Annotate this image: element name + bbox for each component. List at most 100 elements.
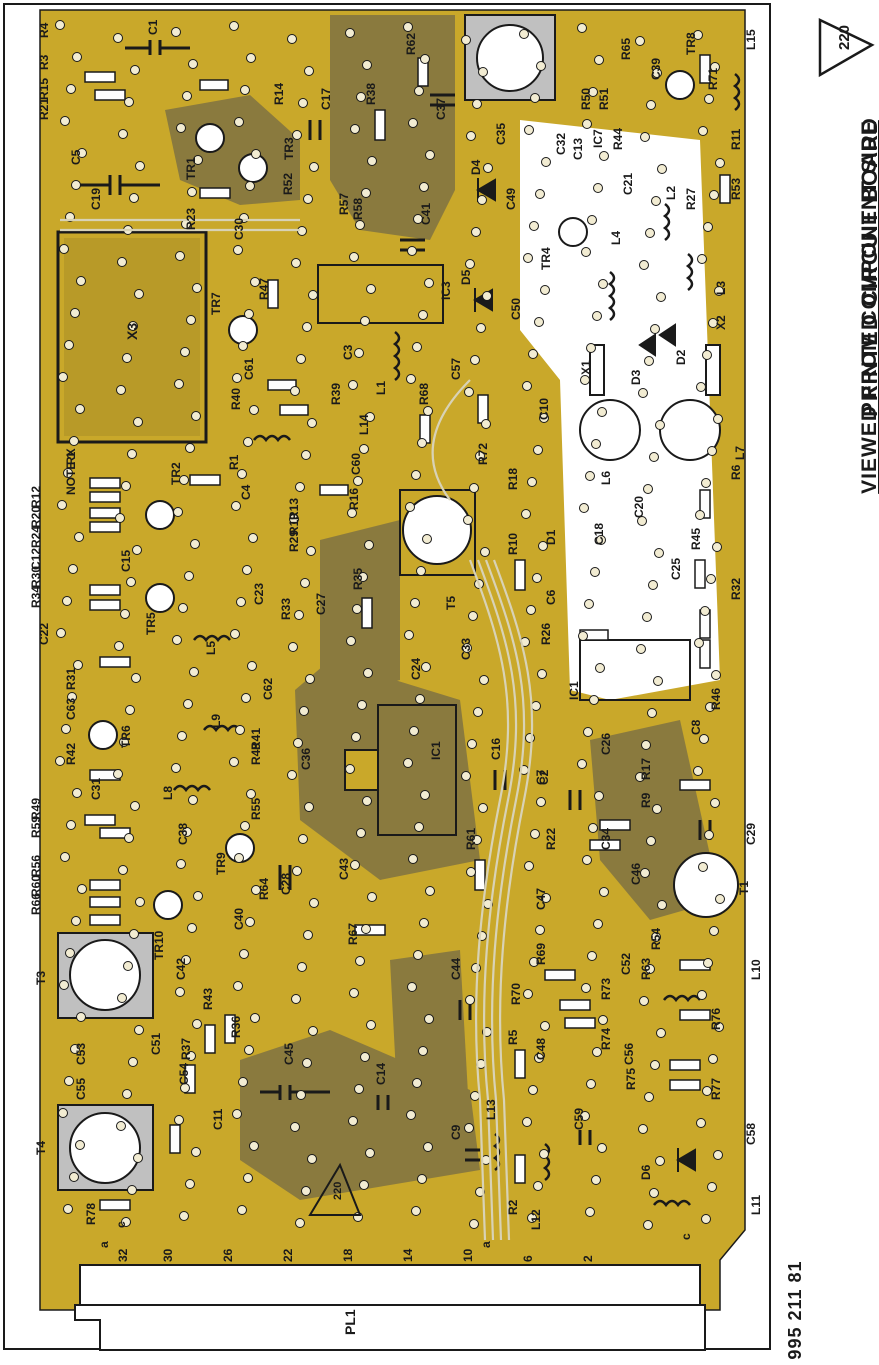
solder-pad [302,322,312,332]
badge-220-on-board-label: 220 [332,1182,344,1200]
solder-pad [641,740,651,750]
solder-pad [250,277,260,287]
solder-pad [307,418,317,428]
solder-pad [647,708,657,718]
solder-pad [713,414,723,424]
solder-pad [657,900,667,910]
capacitor-label-c43: C43 [337,858,351,880]
solder-pad [592,1047,602,1057]
solder-pad [707,1182,717,1192]
solder-pad [482,291,492,301]
solder-pad [366,1020,376,1030]
inductor-label-l7: L7 [733,446,747,460]
inductor-label-l5: L5 [204,641,218,655]
solder-pad [183,699,193,709]
solder-pad [707,446,717,456]
solder-pad [71,916,81,926]
diode-symbols [473,178,696,1172]
solder-pad [124,97,134,107]
solder-pad [419,918,429,928]
solder-pad [581,983,591,993]
solder-pad [588,87,598,97]
solder-pad [473,707,483,717]
resistor-label-r20: R20 [29,506,43,528]
solder-pad [122,1089,132,1099]
solder-pad [367,156,377,166]
solder-pad [595,663,605,673]
solder-pad [309,898,319,908]
solder-pad [66,820,76,830]
solder-pad [362,60,372,70]
resistor-label-r5: R5 [506,1029,520,1045]
solder-pad [425,886,435,896]
resistor-label-r51: R51 [597,88,611,110]
solder-pad [411,470,421,480]
solder-pad [65,948,75,958]
resistor-label-r63: R63 [639,958,653,980]
capacitor-label-c30: C30 [232,218,246,240]
badge-220-header: 220 [818,18,875,78]
solder-pad [656,292,666,302]
solder-pad [598,1015,608,1025]
solder-pad [645,964,655,974]
resistor-label-r24: R24 [29,526,43,548]
solder-pad [55,756,65,766]
capacitor-label-c53: C53 [74,1043,88,1065]
capacitor-label-c41: C41 [419,203,433,225]
resistor-label-r46: R46 [709,688,723,710]
solder-pad [422,534,432,544]
solder-pad [536,61,546,71]
solder-pad [299,706,309,716]
solder-pad [637,516,647,526]
resistor-label-r68: R68 [417,383,431,405]
solder-pad [118,865,128,875]
solder-pad [703,222,713,232]
inductor-label-l13: L13 [484,1099,498,1120]
solder-pad [577,759,587,769]
solder-pad [126,577,136,587]
solder-pad [598,279,608,289]
solder-pad [191,1147,201,1157]
transistor-label-tr10: TR10 [152,930,166,960]
solder-pad [710,798,720,808]
solder-pad [348,1116,358,1126]
solder-pad [351,732,361,742]
solder-pad [290,1122,300,1132]
resistor-label-r71: R71 [706,68,720,90]
transistor-label-tr1: TR1 [184,157,198,180]
solder-pad [235,725,245,735]
solder-pad [236,597,246,607]
connector-pl1-label: PL1 [342,1309,358,1335]
solder-pad [640,868,650,878]
solder-pad [290,386,300,396]
resistor-label-r44: R44 [611,128,625,150]
solder-pad [64,1076,74,1086]
solder-pad [192,283,202,293]
solder-pad [349,988,359,998]
resistor-label-r34: R34 [29,586,43,608]
solder-pad [359,1180,369,1190]
solder-pad [711,670,721,680]
solder-pad [642,612,652,622]
transistor-label-tr4: TR4 [539,247,553,270]
solder-pad [478,803,488,813]
solder-pad [365,1148,375,1158]
solder-pad [638,388,648,398]
solder-pad [696,382,706,392]
solder-pad [242,565,252,575]
solder-pad [578,631,588,641]
solder-pad [75,1140,85,1150]
capacitor-label-c2: C2 [537,769,551,785]
solder-pad [307,1154,317,1164]
solder-pad [130,65,140,75]
board-subtitle: VIEWED FROM COMPONENT SIDE [858,120,879,494]
transistor-label-tr2: TR2 [169,462,183,485]
resistor-label-r76: R76 [709,1008,723,1030]
solder-pad [175,251,185,261]
capacitor-label-c62: C62 [261,678,275,700]
solder-pad [292,130,302,140]
capacitor-label-c31: C31 [89,778,103,800]
capacitor-label-c52: C52 [619,953,633,975]
resistor-label-r59: R59 [29,816,43,838]
solder-pad [300,578,310,588]
